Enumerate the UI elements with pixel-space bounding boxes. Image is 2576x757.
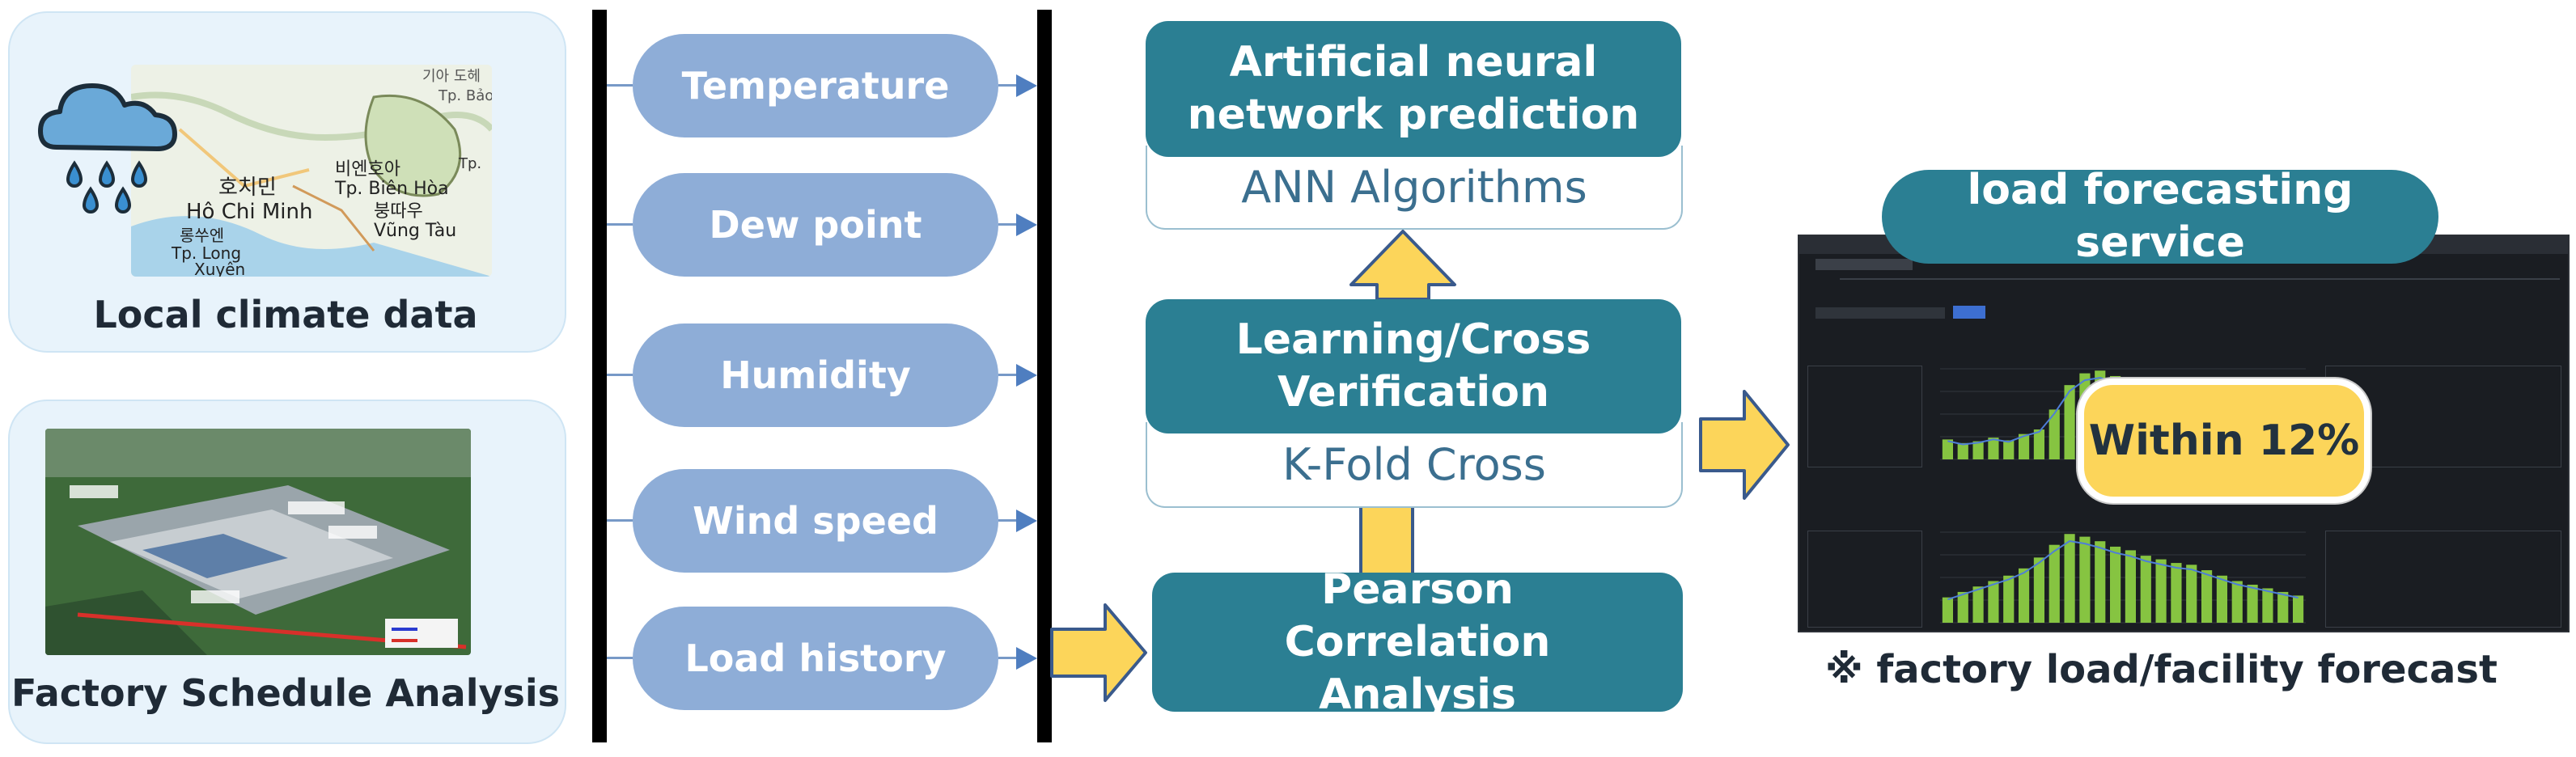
connector-line bbox=[998, 519, 1018, 522]
right-divider-bar bbox=[1037, 10, 1052, 742]
map-label-12: Xuyên bbox=[194, 260, 245, 277]
accuracy-callout: Within 12% bbox=[2078, 378, 2371, 503]
ann-algorithms-label: ANN Algorithms bbox=[1146, 146, 1683, 230]
factor-load-history: Load history bbox=[633, 607, 998, 710]
ann-prediction-box: Artificial neural network prediction bbox=[1146, 21, 1681, 157]
map-label-7: Tp. bbox=[458, 155, 481, 172]
chart-bar bbox=[2171, 563, 2182, 623]
arrow-right-icon bbox=[1016, 364, 1037, 387]
map-label-2: Tp. Bảo L bbox=[438, 87, 492, 104]
climate-map: 기아 도헤 Tp. Bảo L 호치민 Hô Chi Minh 비엔호아 Tp.… bbox=[131, 65, 492, 277]
arrow-right-icon bbox=[1016, 647, 1037, 670]
connector-line bbox=[607, 223, 633, 226]
left-divider-bar bbox=[592, 10, 607, 742]
chart-bar bbox=[2277, 591, 2289, 623]
arrow-right-yellow-icon bbox=[1050, 603, 1147, 702]
connector-line bbox=[607, 519, 633, 522]
forecast-table-bottom bbox=[2325, 531, 2561, 628]
chart-bar bbox=[2186, 565, 2197, 623]
chart-bar bbox=[2155, 559, 2167, 623]
arrow-right-icon bbox=[1016, 214, 1037, 236]
rain-cloud-icon bbox=[38, 83, 177, 214]
map-label-8: 붕따우 bbox=[374, 201, 423, 222]
factor-temperature: Temperature bbox=[633, 34, 998, 137]
map-label-11: Tp. Long bbox=[171, 243, 241, 263]
chart-bar bbox=[1942, 597, 1954, 623]
factory-label: Factory Schedule Analysis bbox=[11, 671, 560, 715]
map-label-10: 롱쑤엔 bbox=[180, 226, 224, 245]
search-field bbox=[1815, 307, 1945, 319]
map-graphic: 기아 도헤 Tp. Bảo L 호치민 Hô Chi Minh 비엔호아 Tp.… bbox=[131, 65, 492, 277]
divider bbox=[1840, 278, 2560, 280]
chart-bar bbox=[2201, 570, 2213, 623]
chart-bar bbox=[2003, 440, 2015, 459]
chart-bar bbox=[2079, 536, 2091, 623]
connector-line bbox=[607, 84, 633, 87]
chart-bar bbox=[2140, 556, 2151, 623]
map-label-1: 기아 도헤 bbox=[422, 68, 481, 85]
arrow-up-yellow-icon bbox=[1349, 230, 1456, 301]
chart-bar bbox=[2064, 534, 2075, 623]
connector-line bbox=[998, 84, 1018, 87]
pearson-box: Pearson Correlation Analysis bbox=[1152, 565, 1683, 719]
chart-bar bbox=[2095, 541, 2106, 623]
connector-line bbox=[998, 374, 1018, 376]
factor-humidity: Humidity bbox=[633, 324, 998, 427]
kfold-label: K-Fold Cross bbox=[1146, 422, 1683, 508]
arrow-right-icon bbox=[1016, 74, 1037, 97]
chart-bar bbox=[2033, 557, 2045, 623]
chart-bar bbox=[1957, 591, 1968, 623]
connector-line bbox=[998, 657, 1018, 659]
forecast-line bbox=[1947, 539, 2298, 601]
summary-table-top bbox=[1807, 366, 1922, 467]
factory-aerial-graphic bbox=[45, 429, 471, 655]
connector-line bbox=[998, 223, 1018, 226]
chart-bar bbox=[1988, 581, 1999, 623]
map-label-6: Tp. Biên Hòa bbox=[334, 179, 449, 199]
chart-bar bbox=[2247, 584, 2258, 623]
load-chart-bottom bbox=[1940, 531, 2306, 624]
chart-bar bbox=[1988, 438, 1999, 459]
climate-label: Local climate data bbox=[93, 293, 478, 336]
arrow-right-icon bbox=[1016, 510, 1037, 532]
factor-wind-speed: Wind speed bbox=[633, 469, 998, 573]
map-label-3: 호치민 bbox=[218, 176, 277, 200]
chart-bar bbox=[2231, 581, 2243, 623]
chart-bar bbox=[2018, 568, 2030, 623]
chart-bar bbox=[2216, 575, 2228, 623]
service-note: ※ factory load/facility forecast bbox=[1825, 647, 2498, 692]
factor-dew-point: Dew point bbox=[633, 173, 998, 277]
chart-bar bbox=[2033, 429, 2045, 459]
chart-bar bbox=[2049, 409, 2060, 459]
service-title: load forecasting service bbox=[1882, 166, 2438, 267]
chart-bar bbox=[1972, 586, 1984, 623]
chart-bar bbox=[2292, 595, 2304, 623]
arrow-right-yellow-icon bbox=[1699, 390, 1790, 500]
chart-bar bbox=[2109, 546, 2121, 623]
map-label-5: 비엔호아 bbox=[335, 159, 400, 180]
chart-bar bbox=[1972, 441, 1984, 459]
chart-bar bbox=[2018, 433, 2030, 459]
chart-bar bbox=[1942, 439, 1954, 459]
chart-bar bbox=[2003, 575, 2015, 623]
chart-bar bbox=[1957, 442, 1968, 459]
chart-bar bbox=[2064, 385, 2075, 459]
chart-bar bbox=[2125, 550, 2137, 623]
chart-bar bbox=[2049, 544, 2060, 623]
search-button bbox=[1953, 306, 1985, 319]
map-label-9: Vũng Tàu bbox=[374, 221, 456, 241]
map-label-4: Hô Chi Minh bbox=[186, 200, 312, 224]
summary-table-bottom bbox=[1807, 531, 1922, 628]
chart-bar bbox=[2262, 588, 2273, 623]
connector-line bbox=[607, 374, 633, 376]
connector-line bbox=[607, 657, 633, 659]
factory-image bbox=[45, 429, 471, 655]
learning-box: Learning/Cross Verification bbox=[1146, 299, 1681, 433]
